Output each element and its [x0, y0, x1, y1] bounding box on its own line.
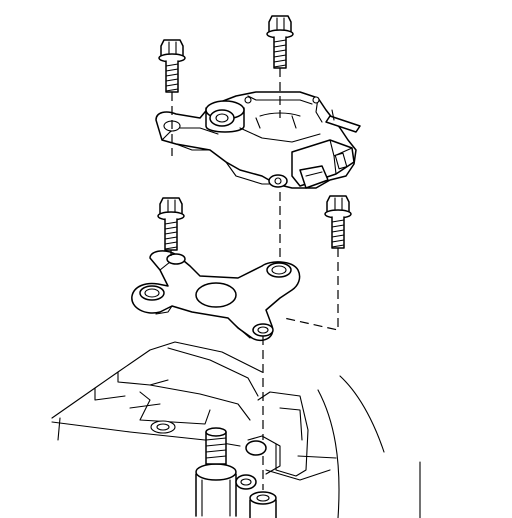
mounting-bracket: [131, 250, 301, 342]
bolt-lower-right: [324, 195, 352, 249]
transmission-case: [51, 341, 421, 518]
switch-assembly: [155, 91, 361, 189]
alignment-lines: [170, 68, 339, 490]
bolt-upper-left: [158, 39, 186, 93]
bolt-lower-left: [157, 197, 185, 251]
bolt-upper-center: [266, 15, 294, 69]
